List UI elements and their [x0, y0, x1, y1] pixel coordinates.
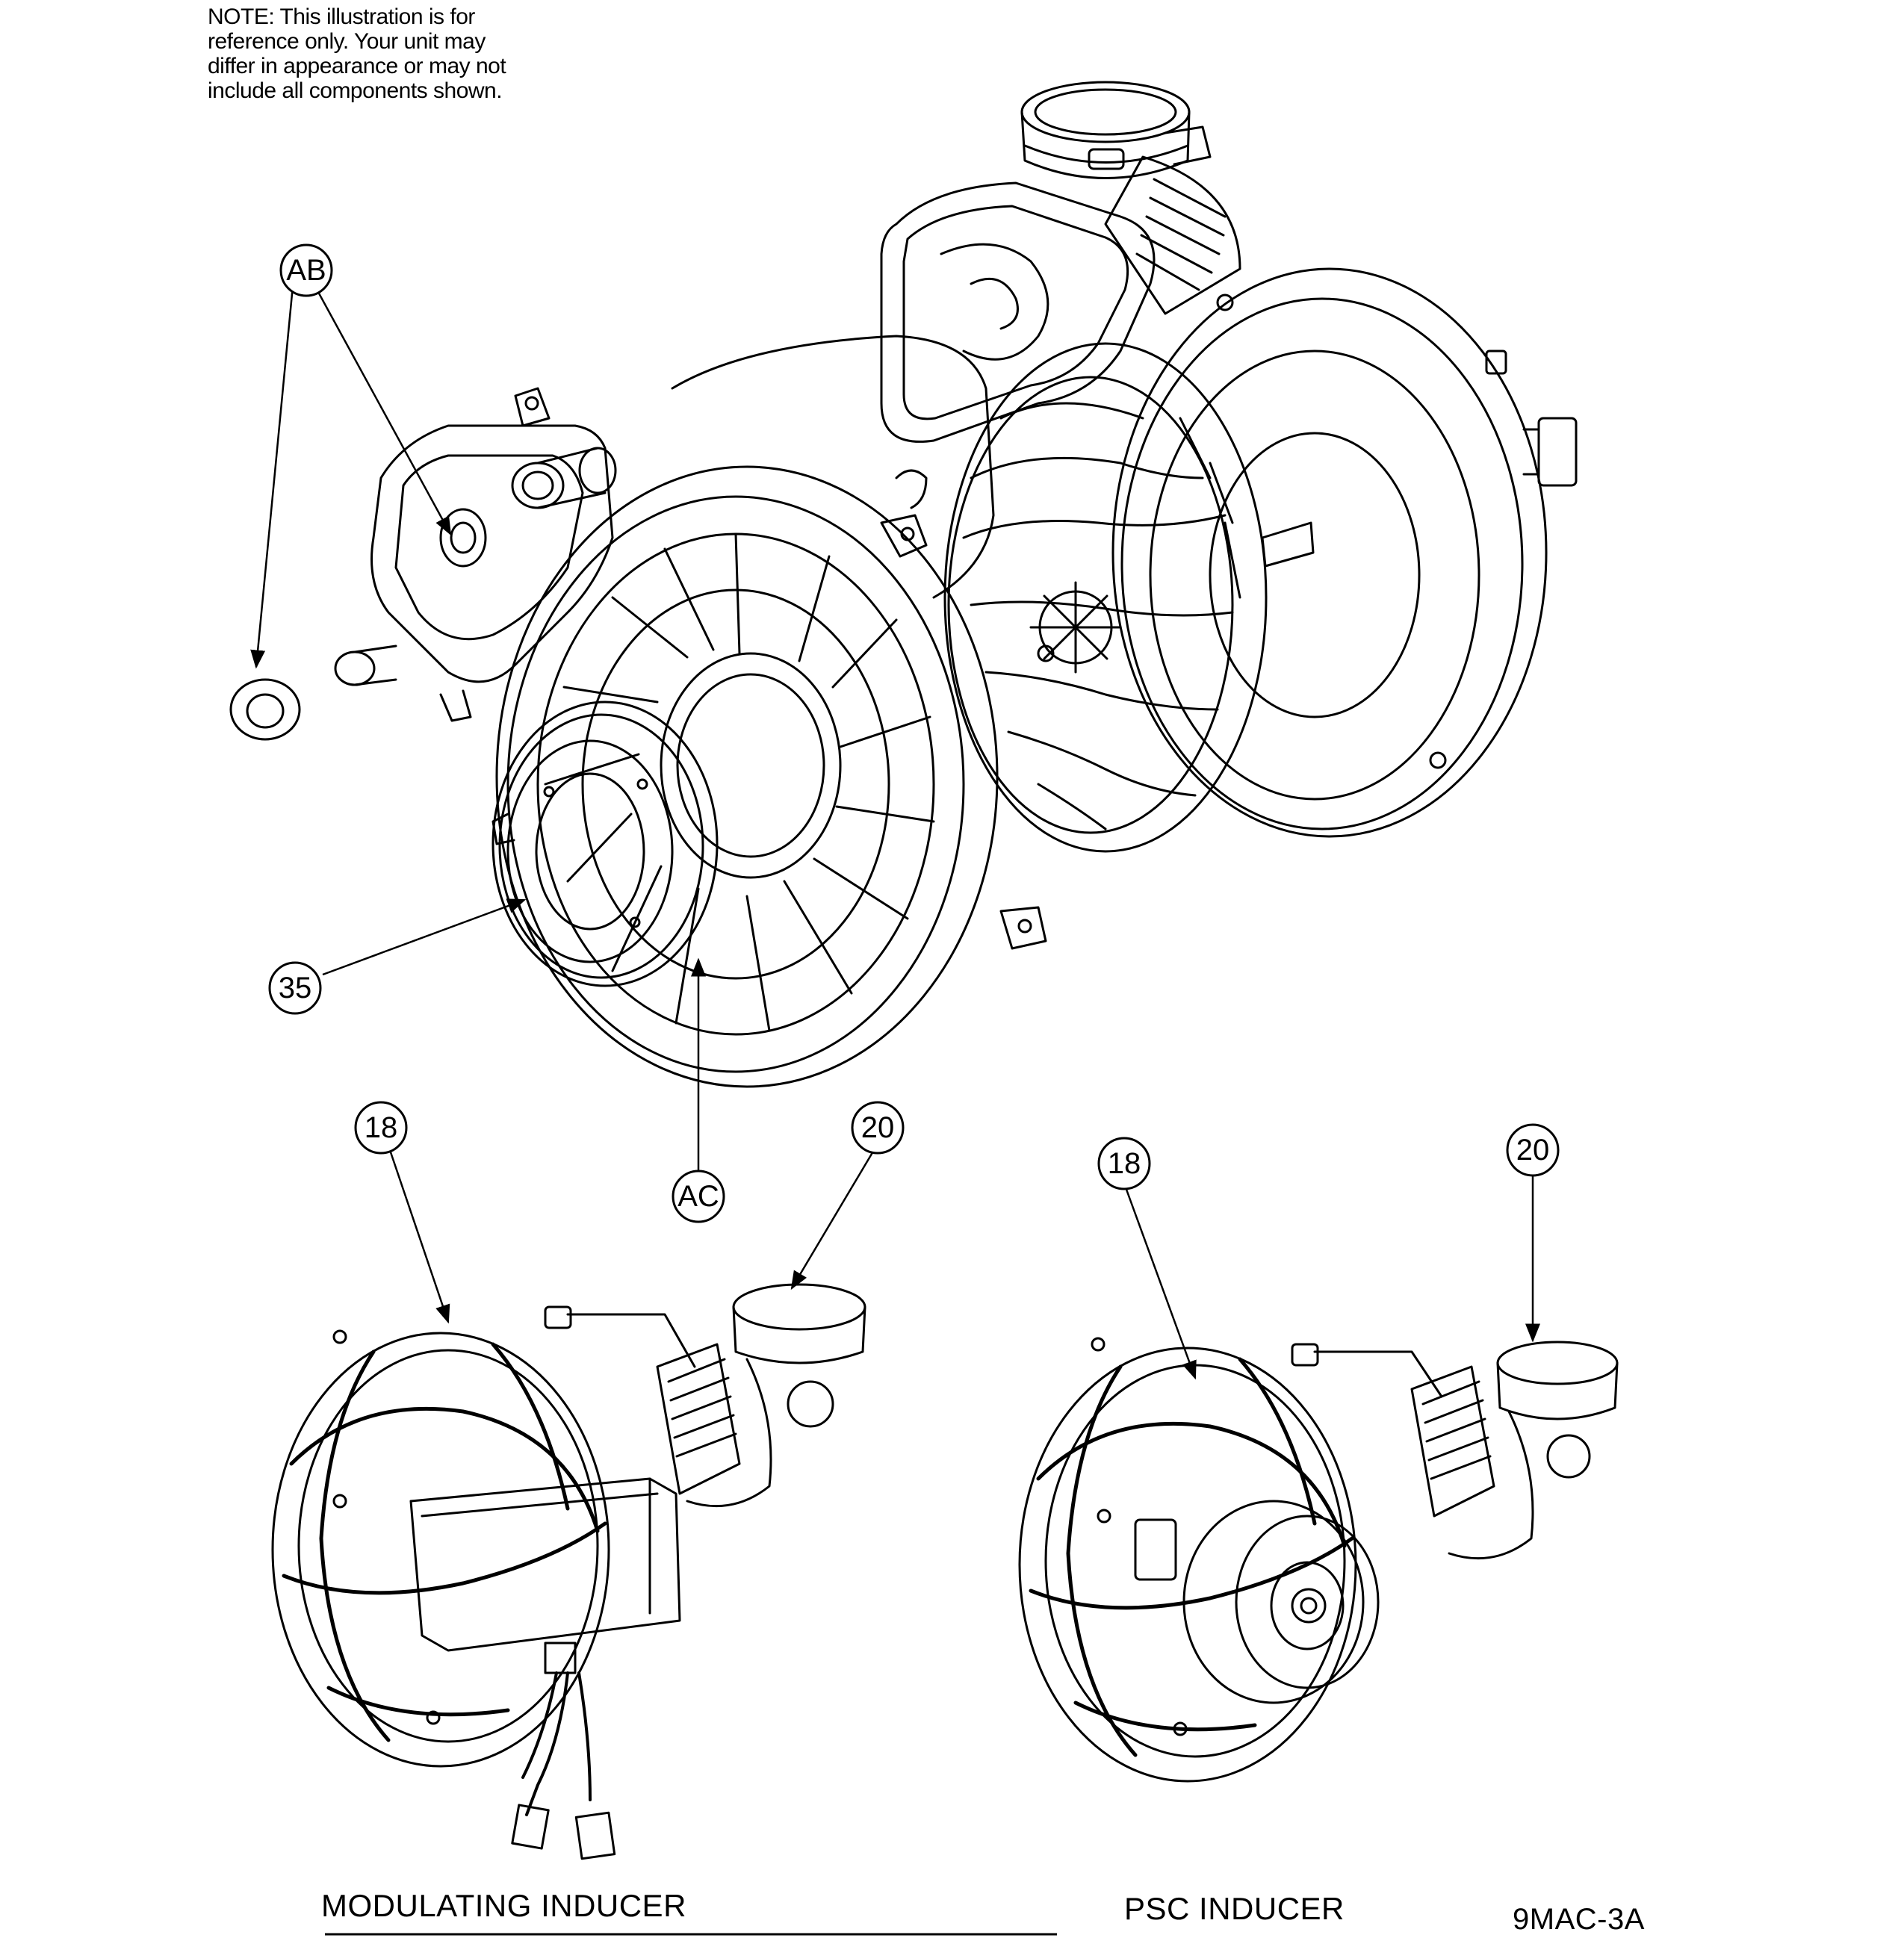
caption-modulating-inducer: MODULATING INDUCER [321, 1888, 686, 1923]
mounting-bracket [334, 387, 617, 722]
psc-inducer-drawing [1018, 1337, 1619, 1783]
gasket-ring [491, 701, 719, 987]
reference-note: NOTE: This illustration is for reference… [208, 4, 596, 103]
caption-psc-inducer: PSC INDUCER [1124, 1891, 1345, 1926]
note-line: include all components shown. [208, 78, 503, 103]
callout-psc-18: 18 [1097, 1137, 1151, 1190]
callout-mod-20: 20 [851, 1101, 905, 1155]
note-line: NOTE: This illustration is for [208, 4, 475, 29]
grommet [229, 678, 301, 741]
callout-mod-20-label: 20 [861, 1111, 895, 1144]
callout-ab: AB [279, 243, 333, 297]
callout-psc-18-label: 18 [1108, 1147, 1141, 1180]
modulating-inducer-drawing [271, 1283, 866, 1860]
callout-mod-18: 18 [354, 1101, 408, 1155]
callout-35-label: 35 [279, 972, 312, 1004]
callout-mod-18-label: 18 [365, 1111, 398, 1144]
callout-psc-20-label: 20 [1516, 1134, 1550, 1167]
callout-ab-label: AB [286, 254, 326, 287]
callout-35: 35 [268, 961, 322, 1015]
callout-ac-label: AC [677, 1180, 719, 1213]
callout-leaders [250, 283, 706, 1173]
note-line: differ in appearance or may not [208, 54, 506, 78]
outlet-collar [1020, 81, 1212, 179]
front-cover [491, 465, 1047, 1088]
callout-psc-20: 20 [1506, 1123, 1560, 1177]
rear-housing-disk [1111, 267, 1578, 838]
note-line: reference only. Your unit may [208, 29, 486, 54]
impeller-wheel [943, 342, 1268, 853]
exploded-assembly [229, 81, 1578, 1088]
figure-id: 9MAC-3A [1513, 1903, 1645, 1936]
volute-neck [1104, 155, 1241, 315]
seal-plate [671, 335, 995, 599]
callout-ac: AC [672, 1170, 725, 1223]
bottom-callout-leaders [388, 1149, 1540, 1380]
housing-frame [880, 181, 1156, 443]
